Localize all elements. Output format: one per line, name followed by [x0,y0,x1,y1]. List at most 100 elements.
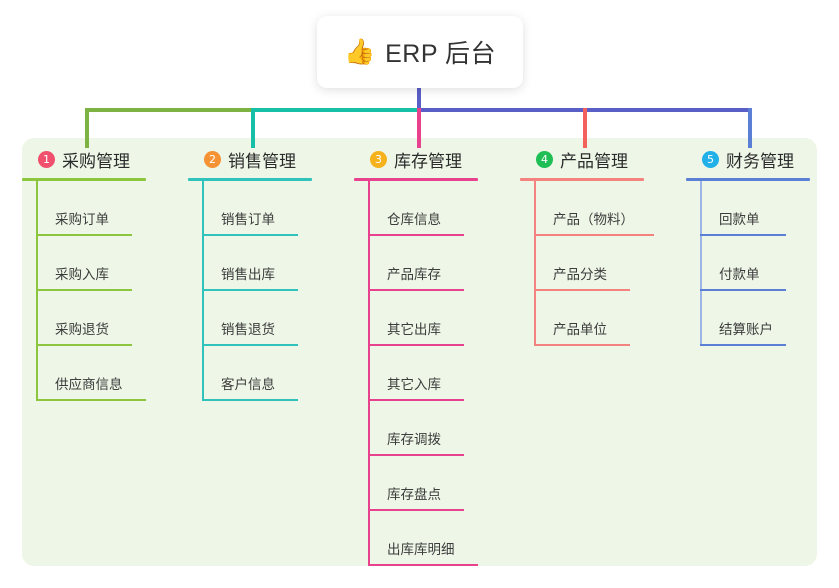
category-header-5[interactable]: 5 财务管理 [686,146,810,172]
category-column-5: 5 财务管理回款单付款单结算账户 [686,146,810,346]
menu-item[interactable]: 库存调拨 [354,401,478,456]
menu-item[interactable]: 产品库存 [354,236,478,291]
menu-item-label: 出库库明细 [387,542,455,557]
menu-item[interactable]: 出库库明细 [354,511,478,566]
menu-item[interactable]: 采购入库 [22,236,146,291]
category-underline [686,178,810,181]
category-title: 产品管理 [560,151,628,171]
category-header-1[interactable]: 1 采购管理 [22,146,146,172]
menu-item[interactable]: 仓库信息 [354,181,478,236]
category-spine [202,181,204,401]
category-items: 产品（物料） 产品分类产品单位 [520,181,654,346]
category-badge-5: 5 [702,150,719,168]
menu-item-underline [700,234,786,236]
menu-item[interactable]: 销售退货 [188,291,312,346]
menu-item-underline [700,344,786,346]
branch-connector-5 [748,108,752,148]
category-spine [534,181,536,346]
menu-item-underline [368,509,464,511]
menu-item-label: 销售出库 [221,267,275,282]
menu-item[interactable]: 销售出库 [188,236,312,291]
menu-item-underline [534,344,630,346]
category-title: 销售管理 [228,151,296,171]
menu-item-underline [202,234,298,236]
branch-connector-2 [251,108,255,148]
menu-item-label: 库存盘点 [387,487,441,502]
menu-item-underline [368,399,464,401]
menu-item-label: 结算账户 [719,322,773,337]
category-header-4[interactable]: 4 产品管理 [520,146,644,172]
menu-item[interactable]: 销售订单 [188,181,312,236]
menu-item[interactable]: 结算账户 [686,291,810,346]
category-badge-3: 3 [370,150,387,168]
menu-item-underline [202,289,298,291]
category-title: 采购管理 [62,151,130,171]
menu-item-label: 其它出库 [387,322,441,337]
menu-item[interactable]: 供应商信息 [22,346,146,401]
menu-item-label: 采购入库 [55,267,109,282]
menu-item[interactable]: 库存盘点 [354,456,478,511]
category-underline [188,178,312,181]
category-items: 采购订单采购入库采购退货供应商信息 [22,181,146,401]
menu-item[interactable]: 采购退货 [22,291,146,346]
thumbs-up-icon: 👍 [343,37,376,66]
menu-item-underline [534,289,630,291]
category-spine [36,181,38,401]
category-title: 库存管理 [394,151,462,171]
category-underline [520,178,644,181]
menu-item-underline [36,234,132,236]
category-items: 销售订单销售出库销售退货客户信息 [188,181,312,401]
horizontal-connector-1 [85,108,253,112]
menu-item-underline [36,399,146,401]
menu-item[interactable]: 产品单位 [520,291,644,346]
menu-item-underline [202,399,298,401]
category-column-3: 3 库存管理仓库信息产品库存其它出库其它入库库存调拨库存盘点出库库明细 [354,146,478,566]
menu-item-underline [534,234,654,236]
menu-item[interactable]: 采购订单 [22,181,146,236]
menu-item-label: 产品分类 [553,267,607,282]
horizontal-connector-2 [251,108,419,112]
category-items: 仓库信息产品库存其它出库其它入库库存调拨库存盘点出库库明细 [354,181,478,566]
category-badge-1: 1 [38,150,55,168]
menu-item-label: 采购退货 [55,322,109,337]
menu-item-label: 客户信息 [221,377,275,392]
menu-item[interactable]: 其它出库 [354,291,478,346]
category-items: 回款单付款单结算账户 [686,181,810,346]
menu-item-underline [368,454,464,456]
menu-item[interactable]: 产品（物料） [520,181,654,236]
category-badge-4: 4 [536,150,553,168]
menu-item-label: 仓库信息 [387,212,441,227]
menu-item-label: 销售订单 [221,212,275,227]
category-spine [368,181,370,566]
category-spine [700,181,702,346]
menu-item[interactable]: 客户信息 [188,346,312,401]
category-column-1: 1 采购管理采购订单采购入库采购退货供应商信息 [22,146,146,401]
menu-item[interactable]: 回款单 [686,181,810,236]
menu-item-label: 付款单 [719,267,760,282]
category-title: 财务管理 [726,151,794,171]
menu-item-label: 销售退货 [221,322,275,337]
menu-item[interactable]: 产品分类 [520,236,644,291]
menu-item-underline [36,289,132,291]
menu-item-underline [368,344,464,346]
branch-connector-3 [417,108,421,148]
menu-item-label: 产品单位 [553,322,607,337]
menu-item-underline [368,564,478,566]
category-column-4: 4 产品管理产品（物料） 产品分类产品单位 [520,146,654,346]
category-underline [354,178,478,181]
root-node[interactable]: 👍 ERP 后台 [317,16,523,88]
menu-item-label: 产品库存 [387,267,441,282]
menu-item[interactable]: 其它入库 [354,346,478,401]
menu-item-underline [202,344,298,346]
menu-item-underline [36,344,132,346]
menu-item-label: 库存调拨 [387,432,441,447]
root-stem-connector [417,88,421,110]
menu-item-label: 回款单 [719,212,760,227]
category-header-3[interactable]: 3 库存管理 [354,146,478,172]
menu-item-label: 供应商信息 [55,377,123,392]
menu-item[interactable]: 付款单 [686,236,810,291]
menu-item-label: 采购订单 [55,212,109,227]
menu-item-underline [700,289,786,291]
